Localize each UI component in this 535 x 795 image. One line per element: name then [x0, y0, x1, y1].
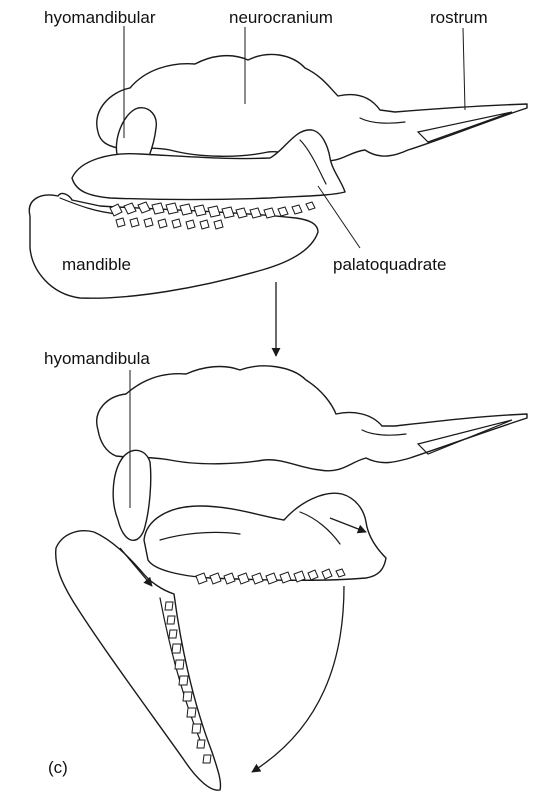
panel-label: (c) — [48, 758, 68, 777]
jaw-drop-arrow — [252, 586, 344, 772]
label-hyomandibular: hyomandibular — [44, 8, 156, 27]
label-rostrum: rostrum — [430, 8, 488, 27]
bottom-hyomandibula-shape — [113, 450, 151, 540]
label-hyomandibula: hyomandibula — [44, 349, 150, 368]
label-neurocranium: neurocranium — [229, 8, 333, 27]
bottom-neurocranium-shape — [97, 366, 527, 471]
bottom-palatoquadrate-shape — [144, 493, 386, 580]
label-palatoquadrate: palatoquadrate — [333, 255, 446, 274]
label-mandible: mandible — [62, 255, 131, 274]
bottom-skull-diagram — [56, 366, 527, 790]
